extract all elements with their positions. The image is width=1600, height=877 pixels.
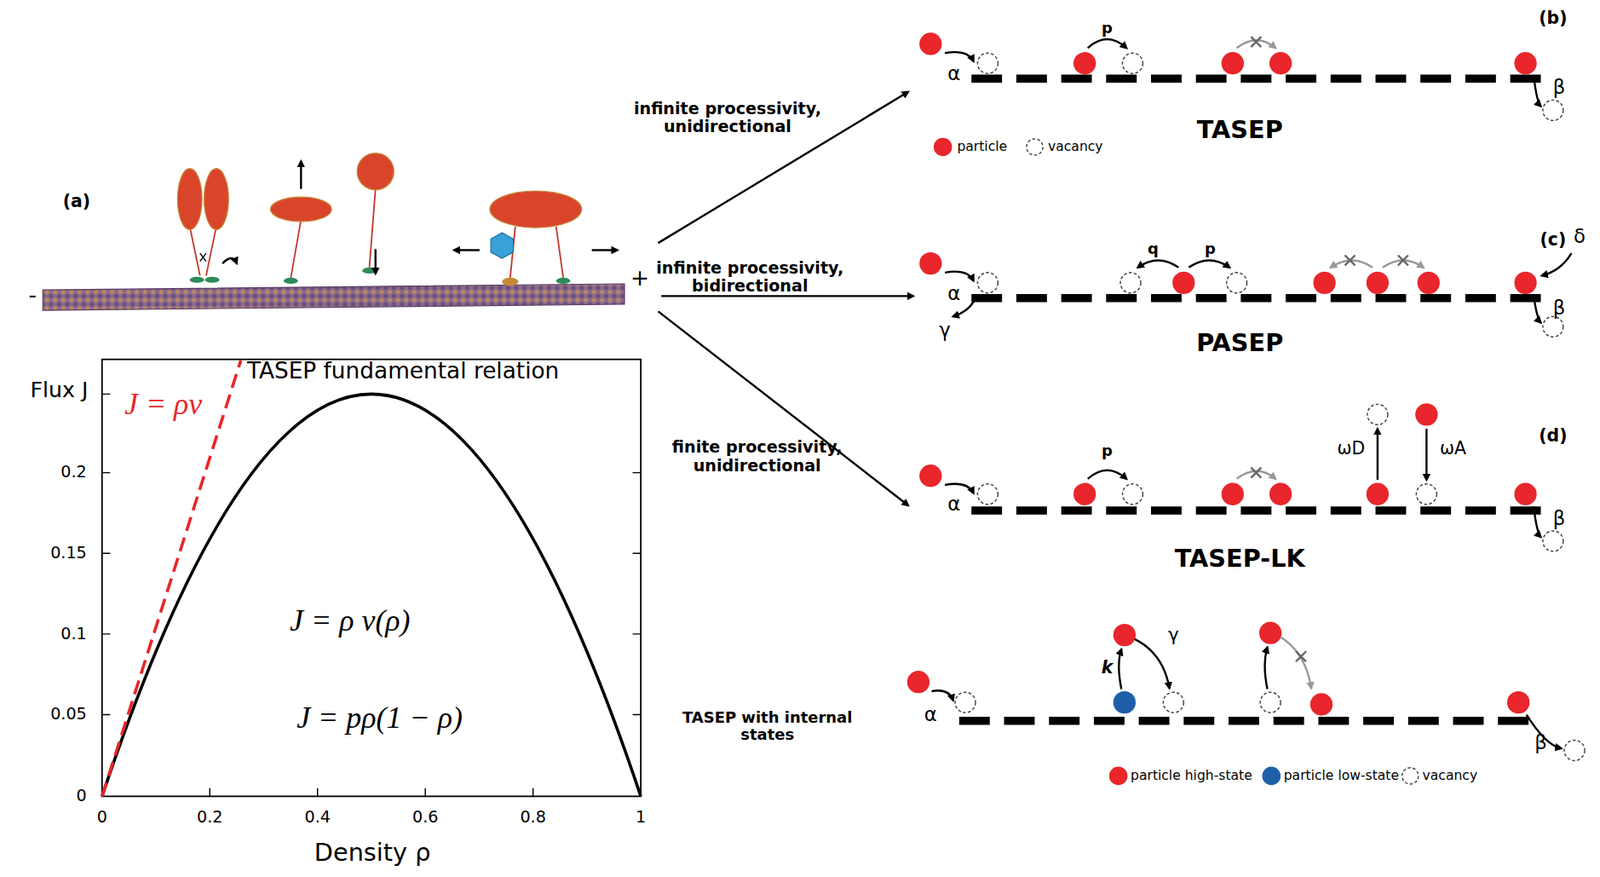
label: 0.2 (60, 463, 87, 483)
label: α (947, 282, 961, 306)
label: (a) (63, 191, 91, 212)
label: 0.4 (304, 808, 330, 828)
label: TASEP fundamental relation (247, 357, 559, 384)
legend-swatch (1262, 766, 1282, 786)
label: 0.8 (519, 808, 546, 828)
legend-text: vacancy (1047, 139, 1104, 156)
label: + (630, 264, 650, 291)
label: (b) (1538, 8, 1567, 29)
label: 0.05 (50, 705, 87, 725)
label: Density ρ (314, 839, 432, 868)
label: TASEP-LK (1174, 545, 1306, 574)
label: J = ρv (124, 386, 202, 422)
label: ωA (1439, 438, 1467, 459)
label: α (947, 493, 961, 516)
label: 0.6 (412, 808, 438, 828)
label: β (1553, 297, 1566, 320)
label: p (1101, 442, 1113, 461)
label: infinite processivity, unidirectional (610, 99, 845, 138)
label: J = ρ v(ρ) (289, 603, 411, 639)
label: finite processivity, unidirectional (639, 438, 875, 477)
label: α (924, 702, 938, 726)
legend-text: vacancy (1422, 767, 1479, 783)
label: 0 (76, 786, 87, 806)
label: PASEP (1196, 329, 1284, 358)
label: Flux J (30, 377, 89, 403)
label: δ (1573, 225, 1586, 248)
label: p (1101, 19, 1113, 38)
label: TASEP with internal states (655, 708, 880, 744)
label: γ (1168, 624, 1180, 646)
legend-text: particle (956, 139, 1008, 156)
label: α (947, 62, 961, 85)
label: infinite processivity, bidirectional (622, 258, 878, 297)
label: (c) (1540, 230, 1567, 250)
label: β (1534, 731, 1548, 754)
label: J = pρ(1 − ρ) (296, 699, 463, 735)
legend-swatch (933, 138, 953, 157)
label: 0.1 (60, 624, 87, 644)
label: - (28, 282, 38, 308)
label: k (1101, 657, 1114, 678)
label: 0 (97, 808, 108, 828)
label: β (1553, 76, 1566, 99)
legend-text: particle low-state (1283, 767, 1399, 783)
label: TASEP (1197, 116, 1284, 145)
label: γ (938, 319, 950, 342)
label: ωD (1336, 438, 1365, 459)
legend-text: particle high-state (1130, 767, 1253, 783)
label: 0.2 (196, 808, 223, 828)
label: q (1147, 240, 1159, 259)
label: β (1553, 506, 1566, 530)
label: 0.15 (50, 543, 87, 563)
label: (d) (1538, 425, 1567, 446)
label: 1 (635, 808, 646, 828)
label: p (1204, 240, 1216, 259)
legend-swatch (1109, 766, 1129, 786)
